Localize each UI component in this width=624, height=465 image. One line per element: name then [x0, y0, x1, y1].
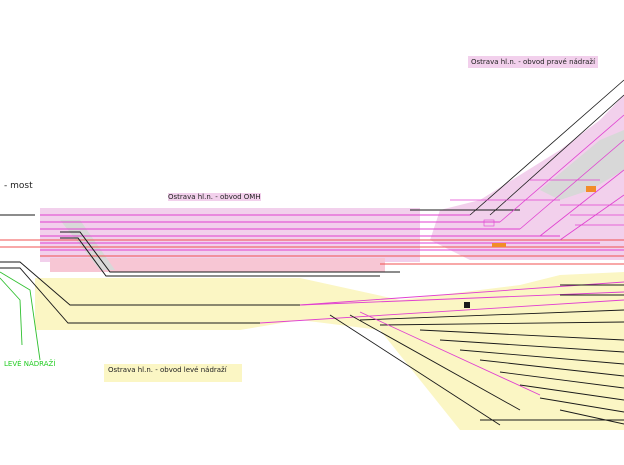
track-line — [439, 339, 624, 353]
track-line — [0, 277, 23, 346]
tracks-black-top — [0, 209, 520, 277]
track-line — [0, 267, 260, 324]
track-line — [489, 94, 624, 216]
pink-zone-omh-lower — [50, 258, 385, 272]
omh-label: Ostrava hl.n. - obvod OMH — [168, 193, 261, 201]
track-line — [299, 291, 624, 306]
track-line — [539, 169, 624, 237]
prave-label: Ostrava hl.n. - obvod pravé nádraží — [468, 56, 599, 68]
tracks-omh — [40, 214, 624, 251]
zone-group — [35, 95, 624, 430]
platform-marker — [483, 219, 495, 227]
tracks-prave-fan — [450, 79, 624, 241]
signal-markers — [464, 186, 596, 308]
tracks-leve — [0, 261, 624, 426]
station-building — [586, 186, 596, 192]
leve-label: Ostrava hl.n. - obvod levé nádraží — [104, 364, 242, 382]
yellow-zone-leve — [35, 272, 624, 430]
track-line — [419, 329, 624, 341]
track-line — [299, 281, 624, 306]
track-line — [559, 409, 624, 425]
track-line — [0, 271, 41, 361]
track-line — [60, 231, 400, 273]
track-line — [539, 397, 624, 413]
track-line — [0, 261, 300, 306]
track-line — [499, 371, 624, 389]
track-line — [519, 139, 624, 230]
track-line — [499, 114, 624, 223]
track-line — [519, 384, 624, 401]
platform-marker — [464, 302, 470, 308]
track-line — [479, 359, 624, 377]
grey-zone-prave — [540, 130, 624, 200]
track-line — [469, 79, 624, 216]
track-line — [559, 194, 624, 241]
track-line — [329, 314, 501, 426]
track-line — [359, 311, 541, 396]
pink-zone-omh — [40, 208, 420, 262]
leve-nadrazi-label: LEVÉ NÁDRAŽÍ — [4, 360, 56, 368]
track-line — [379, 321, 624, 326]
track-line — [359, 309, 624, 321]
tracks-red — [0, 239, 624, 265]
track-line — [459, 349, 624, 365]
track-line — [259, 299, 624, 324]
most-label: - most — [4, 181, 33, 191]
pink-zone-prave — [430, 95, 624, 260]
station-building — [492, 243, 506, 247]
track-line — [60, 237, 380, 277]
track-line — [349, 314, 521, 411]
